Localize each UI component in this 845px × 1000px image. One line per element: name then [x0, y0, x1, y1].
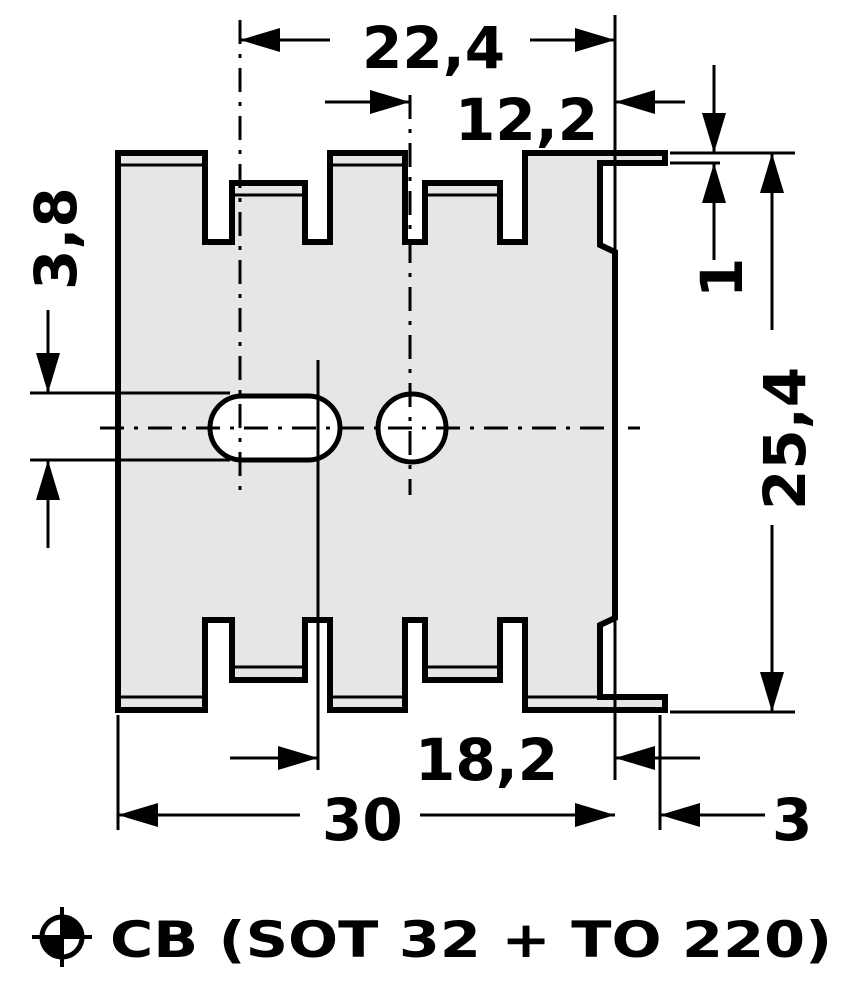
label-fin-step: 1: [688, 258, 756, 298]
caption: CB (SOT 32 + TO 220): [32, 907, 832, 969]
dimension-slot-height: 3,8: [22, 187, 90, 548]
dimension-inner-width: 18,2: [230, 726, 700, 794]
label-total-width: 30: [322, 786, 403, 854]
label-total-height: 25,4: [751, 367, 819, 510]
dimension-hole-offset: 12,2: [325, 86, 685, 154]
label-top-width: 22,4: [362, 14, 505, 82]
dimension-top-width: 22,4: [240, 14, 615, 82]
label-slot-height: 3,8: [22, 187, 90, 290]
label-hole-offset: 12,2: [455, 86, 598, 154]
dimension-total-width: 30: [118, 786, 615, 854]
label-base-offset: 3: [772, 786, 812, 854]
caption-text: CB (SOT 32 + TO 220): [110, 911, 832, 969]
dimension-base-offset: 3: [660, 786, 812, 854]
dimension-fin-step: 1: [688, 65, 756, 298]
dimension-total-height: 25,4: [751, 153, 819, 712]
center-lines: [100, 20, 640, 770]
extension-lines: [30, 15, 795, 830]
label-inner-width: 18,2: [415, 726, 558, 794]
center-mark-icon: [32, 907, 92, 967]
slot-hole: [207, 393, 343, 463]
